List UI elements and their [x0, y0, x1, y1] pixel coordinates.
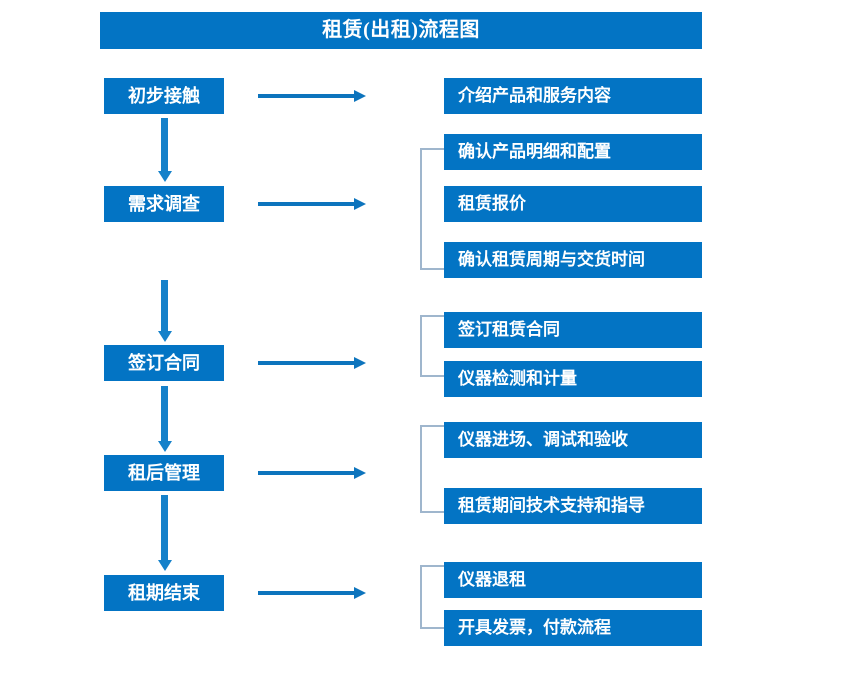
detail-box-introduce-products-services[interactable]: 介绍产品和服务内容: [444, 78, 702, 114]
stage-box-initial-contact[interactable]: 初步接触: [104, 78, 224, 114]
group-bracket-sign-contract: [420, 315, 444, 377]
down-arrow-stage1-to-stage2: [158, 118, 172, 182]
arrow-head: [354, 587, 366, 599]
arrow-shaft: [161, 386, 168, 441]
stage-box-post-rental-management[interactable]: 租后管理: [104, 455, 224, 491]
group-bracket-post-rental-management: [420, 425, 444, 513]
arrow-head: [158, 171, 172, 182]
detail-box-confirm-product-details-config[interactable]: 确认产品明细和配置: [444, 134, 702, 170]
detail-box-invoice-payment-process[interactable]: 开具发票，付款流程: [444, 610, 702, 646]
arrow-head: [354, 198, 366, 210]
detail-box-instrument-return[interactable]: 仪器退租: [444, 562, 702, 598]
arrow-shaft: [258, 471, 354, 475]
group-bracket-requirement-survey: [420, 148, 444, 270]
down-arrow-stage3-to-stage4: [158, 386, 172, 452]
arrow-head: [158, 441, 172, 452]
arrow-head: [158, 560, 172, 571]
right-arrow-stage5-to-details: [258, 586, 366, 600]
stage-box-sign-contract[interactable]: 签订合同: [104, 345, 224, 381]
stage-box-rental-end[interactable]: 租期结束: [104, 575, 224, 611]
right-arrow-stage2-to-details: [258, 197, 366, 211]
arrow-shaft: [161, 280, 168, 331]
detail-box-rental-quotation[interactable]: 租赁报价: [444, 186, 702, 222]
flowchart-title: 租赁(出租)流程图: [100, 12, 702, 49]
arrow-shaft: [258, 94, 354, 98]
arrow-shaft: [258, 591, 354, 595]
arrow-head: [354, 357, 366, 369]
right-arrow-stage3-to-details: [258, 356, 366, 370]
right-arrow-stage4-to-details: [258, 466, 366, 480]
detail-box-technical-support-guidance[interactable]: 租赁期间技术支持和指导: [444, 488, 702, 524]
arrow-shaft: [161, 495, 168, 560]
detail-box-instrument-entry-debug-acceptance[interactable]: 仪器进场、调试和验收: [444, 422, 702, 458]
arrow-head: [354, 467, 366, 479]
arrow-shaft: [161, 118, 168, 171]
arrow-shaft: [258, 361, 354, 365]
down-arrow-stage4-to-stage5: [158, 495, 172, 571]
right-arrow-stage1-to-details: [258, 89, 366, 103]
down-arrow-stage2-to-stage3: [158, 280, 172, 342]
detail-box-instrument-inspection-metering[interactable]: 仪器检测和计量: [444, 361, 702, 397]
detail-box-sign-rental-contract[interactable]: 签订租赁合同: [444, 312, 702, 348]
arrow-shaft: [258, 202, 354, 206]
arrow-head: [354, 90, 366, 102]
arrow-head: [158, 331, 172, 342]
detail-box-confirm-rental-period-delivery[interactable]: 确认租赁周期与交货时间: [444, 242, 702, 278]
stage-box-requirement-survey[interactable]: 需求调查: [104, 186, 224, 222]
group-bracket-rental-end: [420, 565, 444, 629]
